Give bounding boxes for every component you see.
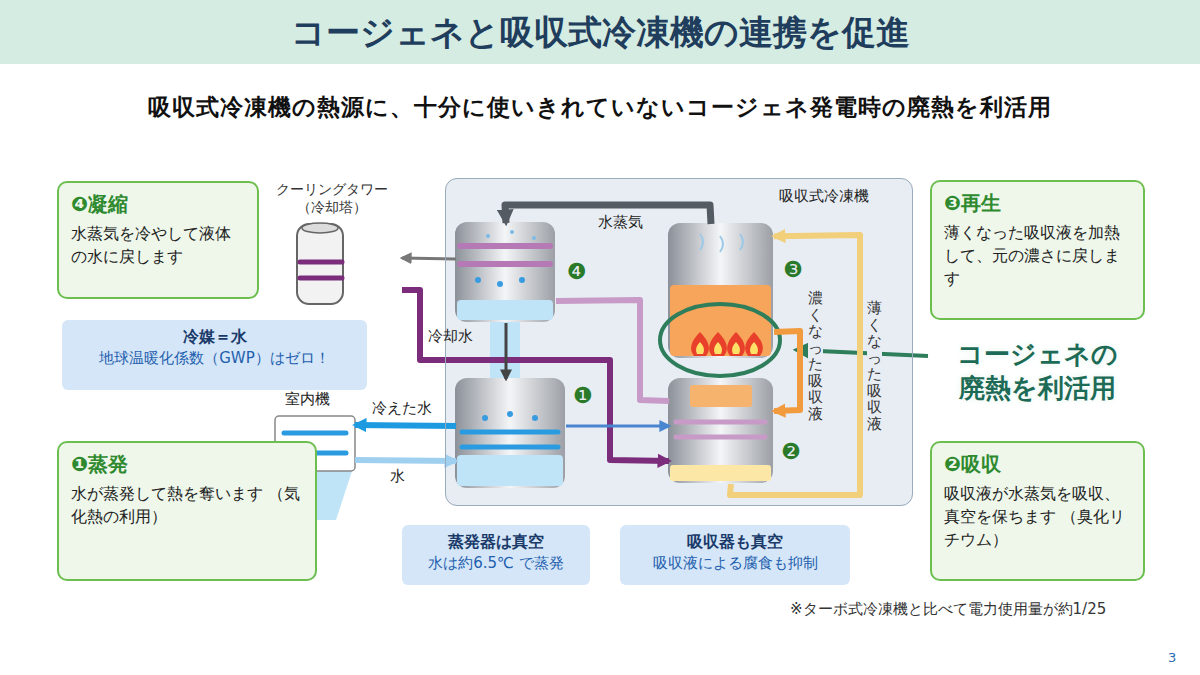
connector: [730, 235, 860, 495]
condenser-vessel: [455, 222, 555, 322]
absorber: ❷: [669, 379, 774, 484]
regenerator-vessel: [668, 223, 773, 358]
footnote: ※ターボ式冷凍機と比べて電力使用量が約1/25: [790, 600, 1106, 619]
connector-label: 薄くなった吸収液: [867, 300, 882, 432]
callout-label: コージェネの廃熱を利活用: [955, 338, 1120, 406]
drawing-part: [510, 230, 514, 234]
connector: [355, 457, 456, 464]
drawing-part: [482, 415, 488, 421]
drawing-part: [700, 234, 743, 252]
connector: [504, 323, 507, 379]
drawing-part: [302, 223, 338, 233]
drawing-part: [519, 277, 525, 283]
drawing-part: [691, 332, 763, 356]
node-body: 薄くなった吸収液を加熱して、元の濃さに戻します: [944, 221, 1131, 291]
drawing-part: [691, 332, 709, 356]
drawing-part: [457, 300, 553, 320]
note-box: 吸収器も真空吸収液による腐食も抑制: [620, 525, 850, 585]
node-heading: ❶: [573, 383, 593, 408]
chiller-housing: [445, 178, 913, 506]
drawing-part: [462, 432, 558, 447]
node-heading: ❹凝縮: [71, 191, 245, 218]
evaporator-vessel: [455, 378, 565, 488]
drawing-part: [750, 342, 758, 354]
node-heading: ❶蒸発: [71, 451, 303, 478]
node-heading: ❷吸収: [944, 451, 1131, 478]
node-heading: ❹: [567, 259, 587, 284]
drawing-part: [714, 342, 722, 354]
node-heading: ❸再生: [944, 190, 1131, 217]
drawing-part: [732, 342, 740, 354]
connector-label: 濃くなった吸収液: [808, 290, 823, 422]
chiller-panel: 吸収式冷凍機❹❸❶❷: [445, 178, 913, 506]
drawing-part: [727, 332, 745, 356]
node-heading: ❸: [783, 257, 803, 282]
heat-source-ring: [660, 304, 780, 376]
drawing-part: [745, 332, 763, 356]
connector-label: 水: [390, 467, 405, 486]
drawing-part: [297, 224, 343, 304]
step-box: ❷吸収吸収液が水蒸気を吸収、真空を保ちます （臭化リチウム）: [930, 441, 1145, 581]
node-heading: ❷: [781, 439, 801, 464]
drawing-part: [300, 262, 342, 278]
water-drop-pipe: [490, 322, 520, 378]
drawing-part: [690, 385, 752, 407]
drawing-part: [668, 223, 773, 358]
regenerator: ❸: [669, 224, 774, 359]
drawing-part: [486, 234, 490, 238]
note-box: 冷媒＝水地球温暖化係数（GWP）はゼロ！: [62, 320, 367, 390]
page-title: コージェネと吸収式冷凍機の連携を促進: [0, 10, 1200, 56]
drawing-part: [709, 332, 727, 356]
node-heading: クーリングタワー （冷却塔）: [270, 180, 394, 216]
connector: [355, 422, 456, 429]
connector: [566, 424, 669, 427]
cooling-tower: [297, 223, 343, 304]
drawing-part: [676, 422, 765, 437]
drawing-part: [668, 378, 773, 483]
node-heading: 吸収器も真空: [628, 531, 842, 553]
node-body: 地球温暖化係数（GWP）はゼロ！: [70, 348, 359, 369]
note-box: 蒸発器は真空水は約6.5℃ で蒸発: [402, 525, 590, 585]
drawing-part: [696, 342, 758, 354]
connector-label: 冷却水: [428, 327, 473, 346]
drawing-part: [670, 465, 771, 481]
drawing-part: [455, 222, 555, 322]
page-number: 3: [1168, 650, 1176, 665]
drawing-part: [475, 277, 481, 283]
node-body: 吸収液による腐食も抑制: [628, 553, 842, 574]
step-box: ❹凝縮水蒸気を冷やして液体の水に戻します: [57, 181, 259, 299]
step-box: ❶蒸発水が蒸発して熱を奪います （気化熱の利用）: [57, 441, 317, 581]
step-box: ❸再生薄くなった吸収液を加熱して、元の濃さに戻します: [930, 180, 1145, 320]
drawing-part: [460, 246, 550, 264]
evaporator: ❶: [456, 379, 566, 489]
absorber-vessel: [668, 378, 773, 483]
drawing-part: [532, 415, 538, 421]
node-body: 吸収液が水蒸気を吸収、真空を保ちます （臭化リチウム）: [944, 482, 1131, 552]
drawing-part: [455, 378, 565, 488]
node-body: 水は約6.5℃ で蒸発: [410, 553, 582, 574]
connector: [774, 331, 800, 411]
node-heading: 冷媒＝水: [70, 326, 359, 348]
node-heading: 室内機: [285, 390, 330, 409]
drawing-part: [696, 342, 704, 354]
connector-label: 水蒸気: [598, 213, 643, 232]
connector-label: 冷えた水: [372, 399, 432, 418]
connector: [402, 290, 669, 461]
drawing-part: [670, 285, 771, 356]
node-heading: 蒸発器は真空: [410, 531, 582, 553]
subtitle: 吸収式冷凍機の熱源に、十分に使いきれていないコージェネ発電時の廃熱を利活用: [0, 92, 1200, 123]
node-body: 水が蒸発して熱を奪います （気化熱の利用）: [71, 482, 303, 528]
connector: [402, 258, 456, 259]
drawing-part: [507, 411, 513, 417]
drawing-part: [457, 455, 563, 486]
node-body: 水蒸気を冷やして液体の水に戻します: [71, 222, 245, 268]
node-heading: 吸収式冷凍機: [779, 187, 869, 206]
cooling-tower-node: クーリングタワー （冷却塔）: [262, 180, 402, 310]
drawing-part: [532, 236, 536, 240]
condenser: ❹: [456, 223, 556, 323]
drawing-part: [497, 281, 503, 287]
connector: [556, 300, 669, 401]
